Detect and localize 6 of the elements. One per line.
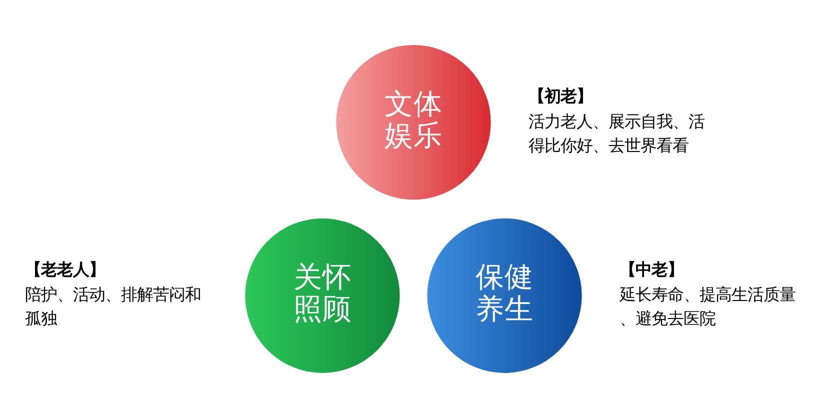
node-label: 活力老人、展示自我、活得比你好、去世界看看 <box>528 112 705 155</box>
node-label: 【中老】 <box>620 260 684 279</box>
node-label: 【老老人】 <box>25 260 106 279</box>
node-label: 陪护、活动、排解苦闷和孤独 <box>25 285 202 328</box>
node-label: 延长寿命、提高生活质量、避免去医院 <box>620 285 796 328</box>
node-label: 【初老】 <box>528 86 593 106</box>
